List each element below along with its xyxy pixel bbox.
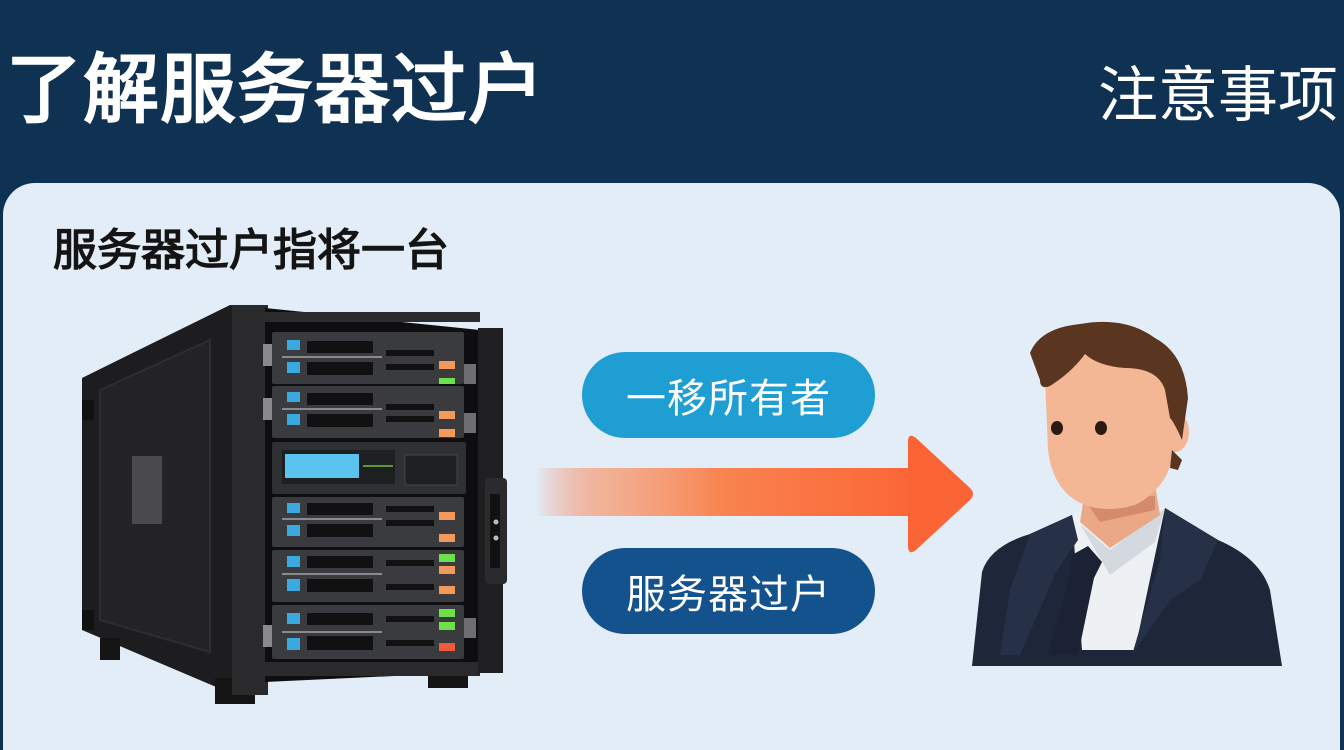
server-unit-5 (272, 605, 464, 659)
transfer-arrow-icon (535, 435, 973, 553)
server-unit-4 (272, 550, 464, 602)
server-unit-1 (272, 332, 464, 384)
card-heading: 服务器过户指将一台 (53, 225, 449, 276)
transfer-owner-pill: 一移所有者 (582, 352, 875, 438)
server-rack-icon (82, 305, 507, 704)
slide-title: 了解服务器过户 (6, 45, 545, 134)
server-display-unit (272, 442, 466, 494)
new-owner-person-icon (972, 321, 1282, 666)
server-unit-2 (272, 386, 464, 438)
slide-subtitle: 注意事项 (1098, 61, 1338, 131)
server-transfer-pill: 服务器过户 (582, 548, 875, 634)
server-unit-3 (272, 497, 464, 547)
